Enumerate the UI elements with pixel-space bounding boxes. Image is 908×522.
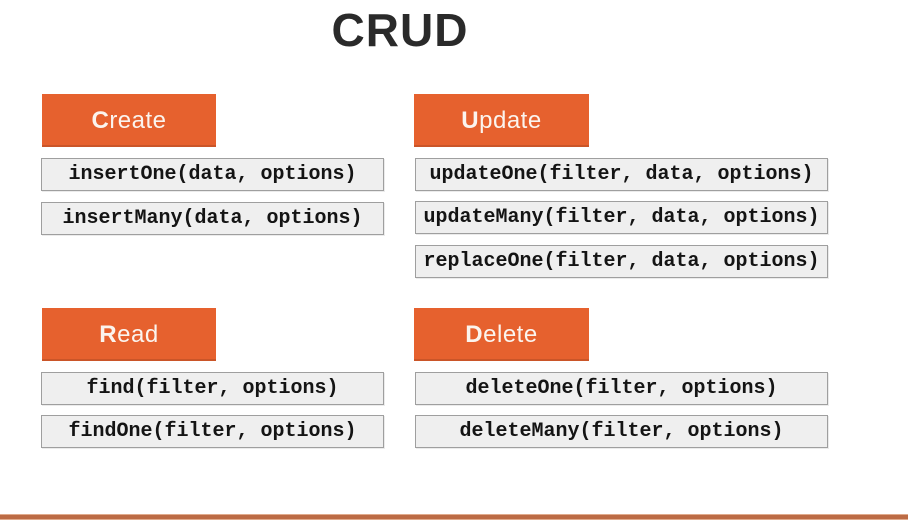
- method-box-deleteOne: deleteOne(filter, options): [415, 372, 828, 405]
- create-header-rest: reate: [109, 106, 167, 134]
- method-box-insertOne: insertOne(data, options): [41, 158, 384, 191]
- footer-accent-bar: [0, 514, 908, 520]
- method-box-updateOne: updateOne(filter, data, options): [415, 158, 828, 191]
- slide-title: CRUD: [331, 4, 469, 56]
- method-box-replaceOne: replaceOne(filter, data, options): [415, 245, 828, 278]
- read-header-rest: ead: [117, 320, 159, 348]
- update-header-rest: pdate: [479, 106, 542, 134]
- update-header-initial: U: [461, 106, 480, 134]
- delete-header-rest: elete: [483, 320, 538, 348]
- method-box-findOne: findOne(filter, options): [41, 415, 384, 448]
- read-header-initial: R: [99, 320, 118, 348]
- delete-header-initial: D: [465, 320, 484, 348]
- method-box-insertMany: insertMany(data, options): [41, 202, 384, 235]
- method-box-find: find(filter, options): [41, 372, 384, 405]
- method-box-updateMany: updateMany(filter, data, options): [415, 201, 828, 234]
- create-header-initial: C: [91, 106, 110, 134]
- method-box-deleteMany: deleteMany(filter, options): [415, 415, 828, 448]
